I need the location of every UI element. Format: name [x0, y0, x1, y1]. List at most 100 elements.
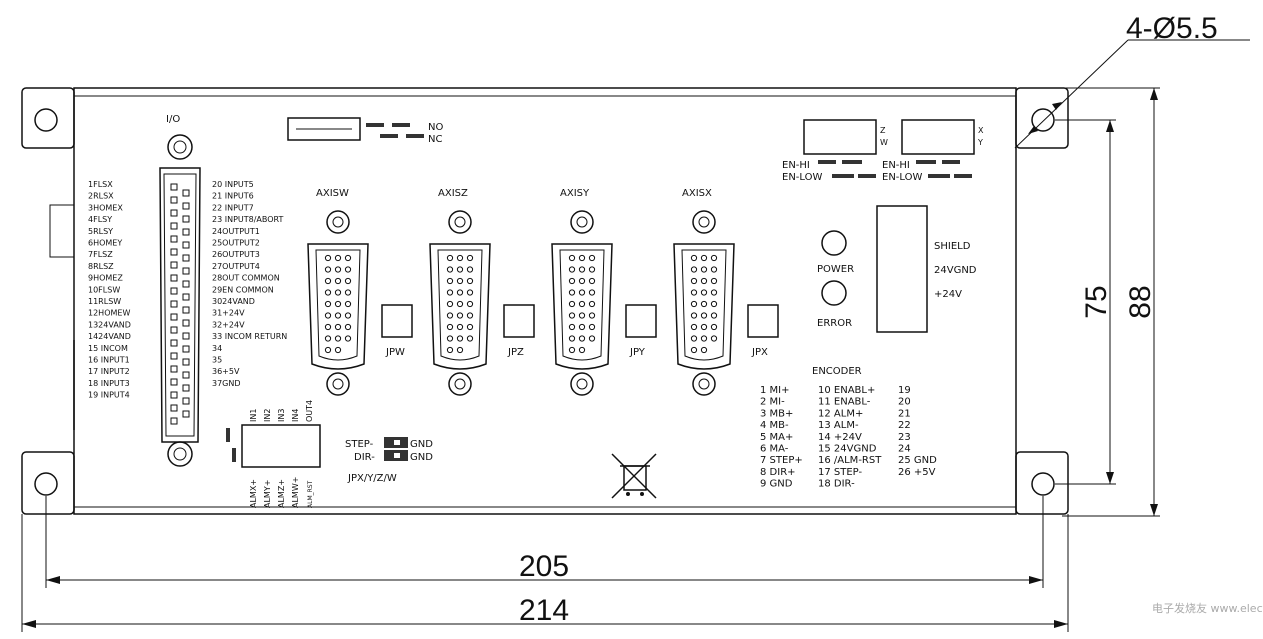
step-label: STEP-	[345, 439, 374, 450]
io-left-pin-label: 5RLSY	[88, 227, 113, 236]
axis-name-label: AXISW	[316, 188, 349, 199]
io-pin	[170, 326, 178, 334]
io-pin	[182, 345, 190, 353]
io-pin	[182, 189, 190, 197]
axis-pin	[344, 335, 352, 342]
encoder-pin-label: 21	[898, 408, 911, 419]
encoder-pin-label: 16 /ALM-RST	[818, 455, 882, 466]
step-dir-jumper	[384, 437, 408, 461]
io-pin	[182, 332, 190, 340]
axis-screw-top	[692, 210, 716, 234]
io-pin	[182, 384, 190, 392]
io-pin	[182, 202, 190, 210]
io-left-pin-label: 4FLSY	[88, 215, 112, 224]
encoder-pin-label: 19	[898, 385, 911, 396]
axis-pin	[568, 335, 576, 342]
axis-pin	[456, 277, 464, 285]
axis-pin	[344, 289, 352, 296]
power-led-label: POWER	[817, 264, 854, 275]
io-right-pin-label: 25OUTPUT2	[212, 239, 260, 248]
io-left-pin-label: 8RLSZ	[88, 262, 114, 271]
io-left-pin-label: 17 INPUT2	[88, 367, 130, 376]
axis-dsub-shell	[673, 243, 735, 370]
axis-jumper-label: JPW	[385, 347, 405, 358]
encoder-pin-label: 18 DIR-	[818, 479, 855, 490]
axis-jumper-box	[381, 304, 413, 338]
axis-pin	[710, 300, 718, 308]
enable-right-letter-y: Y	[977, 138, 983, 147]
axis-screw-top	[326, 210, 350, 234]
io-title: I/O	[166, 114, 180, 125]
enable-left-letter-z: Z	[880, 126, 886, 135]
axis-connector-axisw: AXISW JPW	[307, 188, 413, 396]
axis-screw-top	[448, 210, 472, 234]
io-left-pin-label: 1424VAND	[88, 332, 131, 341]
axis-pin	[324, 300, 332, 308]
encoder-pin-label: 24	[898, 444, 911, 455]
axis-pin	[568, 289, 576, 296]
relay-no-label: NO	[428, 122, 443, 133]
axis-screw-bottom	[570, 372, 594, 396]
axis-dsub-shell	[429, 243, 491, 370]
axis-pin	[710, 335, 718, 342]
terminal-top-label: IN4	[291, 409, 300, 422]
axis-pin	[446, 289, 454, 296]
axis-pin	[568, 323, 576, 331]
axis-pin	[578, 323, 586, 331]
axis-screw-bottom	[326, 372, 350, 396]
axis-pin	[578, 312, 586, 319]
axis-pin	[700, 312, 708, 319]
enable-left-en-hi: EN-HI	[782, 160, 810, 171]
encoder-pin-label: 8 DIR+	[760, 467, 796, 478]
io-pin	[170, 313, 178, 321]
power-shield-label: SHIELD	[934, 241, 971, 252]
terminal-bottom-label: ALMW+	[291, 477, 300, 508]
axis-pin	[446, 312, 454, 319]
encoder-pin-label: 13 ALM-	[818, 420, 859, 431]
axis-pin	[578, 254, 586, 262]
io-left-pin-label: 2RLSX	[88, 192, 114, 201]
io-left-pin-label: 3HOMEX	[88, 203, 123, 212]
height-inner-label: 75	[1080, 285, 1113, 318]
io-pin	[182, 254, 190, 262]
axis-pin	[324, 312, 332, 319]
io-pin-array	[170, 183, 190, 425]
axis-pin	[588, 323, 596, 331]
io-right-pin-label: 3024VAND	[212, 297, 255, 306]
io-right-pin-label: 29EN COMMON	[212, 285, 274, 294]
axis-name-label: AXISY	[560, 188, 590, 199]
height-outer-label: 88	[1124, 285, 1157, 318]
axis-pin	[324, 277, 332, 285]
io-pin	[170, 404, 178, 412]
relay-nc-label: NC	[428, 134, 442, 145]
io-right-pin-label: 37GND	[212, 379, 241, 388]
io-right-pin-label: 21 INPUT6	[212, 192, 254, 201]
enclosure-outline	[21, 87, 1069, 515]
io-pin	[170, 300, 178, 308]
axis-pin	[324, 289, 332, 296]
io-right-pin-label: 33 INCOM RETURN	[212, 332, 287, 341]
axis-pin	[456, 323, 464, 331]
power-gnd-label: 24VGND	[934, 265, 977, 276]
axis-pin	[710, 277, 718, 285]
axis-pin	[456, 335, 464, 342]
axis-pin	[466, 266, 474, 273]
terminal-top-label: OUT4	[305, 400, 314, 422]
io-right-pin-label: 24OUTPUT1	[212, 227, 260, 236]
hole-callout	[1014, 39, 1250, 149]
io-right-pin-label: 28OUT COMMON	[212, 274, 280, 283]
axis-pin	[588, 289, 596, 296]
io-pin	[182, 267, 190, 275]
io-right-pin-label: 23 INPUT8/ABORT	[212, 215, 284, 224]
enable-left-en-low: EN-LOW	[782, 172, 822, 183]
axis-pin	[690, 266, 698, 273]
axis-pin	[466, 300, 474, 308]
axis-pin	[456, 254, 464, 262]
io-pin	[170, 391, 178, 399]
